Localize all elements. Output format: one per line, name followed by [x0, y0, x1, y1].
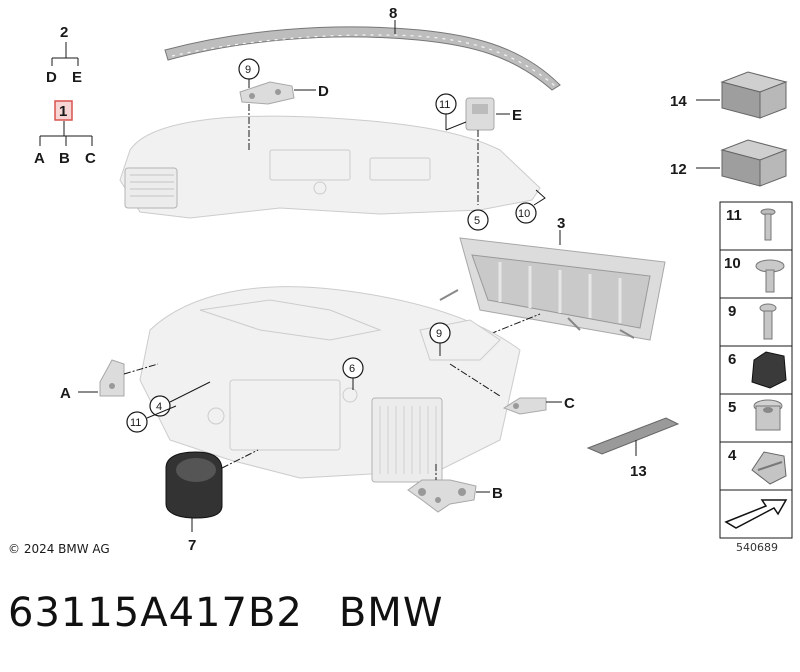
sidebar-label-5: 5: [728, 399, 736, 416]
callout-14: 14: [670, 93, 687, 110]
callout-11-left: 11: [130, 417, 141, 429]
diagram-number: 540689: [736, 541, 778, 554]
callout-11-top: 11: [439, 99, 450, 111]
tree-node-d: D: [46, 69, 57, 86]
callout-6: 6: [349, 363, 355, 375]
tree-node-top: 2: [60, 24, 68, 41]
part-bracket-b: [407, 479, 477, 513]
callout-9-top: 9: [245, 64, 251, 76]
part-headlight-main: [139, 286, 521, 483]
part-bracket-a: [99, 359, 125, 397]
nut-5-icon: [753, 399, 783, 431]
callout-4: 4: [156, 401, 162, 413]
callout-8: 8: [389, 5, 397, 22]
part-bracket-c: [502, 397, 547, 415]
part-trim-strip: [164, 26, 561, 91]
callout-3: 3: [557, 215, 565, 232]
part-number: 63115A417B2: [8, 590, 303, 636]
sidebar-label-11: 11: [726, 207, 742, 224]
highlight-box: [54, 100, 73, 121]
tree-node-e: E: [72, 69, 82, 86]
sidebar-label-6: 6: [728, 351, 736, 368]
part-bracket-e: [465, 97, 495, 131]
parts-sidebar: 11 10 9 6 5 4: [719, 201, 793, 539]
clip-4-icon: [751, 451, 787, 485]
part-cap: [165, 451, 223, 519]
callout-e: E: [512, 107, 522, 124]
hierarchy-tree: 2 D E 1 A B C: [34, 24, 96, 167]
grommet-6-icon: [751, 351, 787, 389]
callout-5: 5: [474, 215, 480, 227]
sidebar-label-4: 4: [728, 447, 737, 464]
sidebar-label-9: 9: [728, 303, 736, 320]
callout-d: D: [318, 83, 329, 100]
callout-9-mid: 9: [436, 328, 442, 340]
copyright-text: © 2024 BMW AG: [8, 542, 110, 556]
callout-13: 13: [630, 463, 647, 480]
arrow-icon: [724, 499, 788, 529]
part-shell-frame: [439, 237, 666, 341]
screw-9-icon: [759, 303, 777, 340]
screw-11-icon: [760, 208, 776, 241]
caption: 63115A417B2 BMW: [8, 590, 443, 636]
callout-a: A: [60, 385, 71, 402]
part-headlight-top: [119, 115, 541, 219]
brand-name: BMW: [338, 590, 444, 636]
callout-10: 10: [518, 208, 530, 220]
tree-node-highlighted: 1: [59, 103, 67, 120]
callout-b: B: [492, 485, 503, 502]
part-box-12: [720, 139, 788, 187]
tree-node-b: B: [59, 150, 70, 167]
part-bracket-d: [239, 81, 295, 105]
sidebar-label-10: 10: [724, 255, 741, 272]
part-box-14: [720, 71, 788, 119]
callout-7: 7: [188, 537, 196, 554]
callout-12: 12: [670, 161, 687, 178]
part-tape: [586, 417, 680, 455]
callout-c: C: [564, 395, 575, 412]
screw-10-icon: [755, 259, 785, 293]
tree-node-c: C: [85, 150, 96, 167]
tree-node-a: A: [34, 150, 45, 167]
